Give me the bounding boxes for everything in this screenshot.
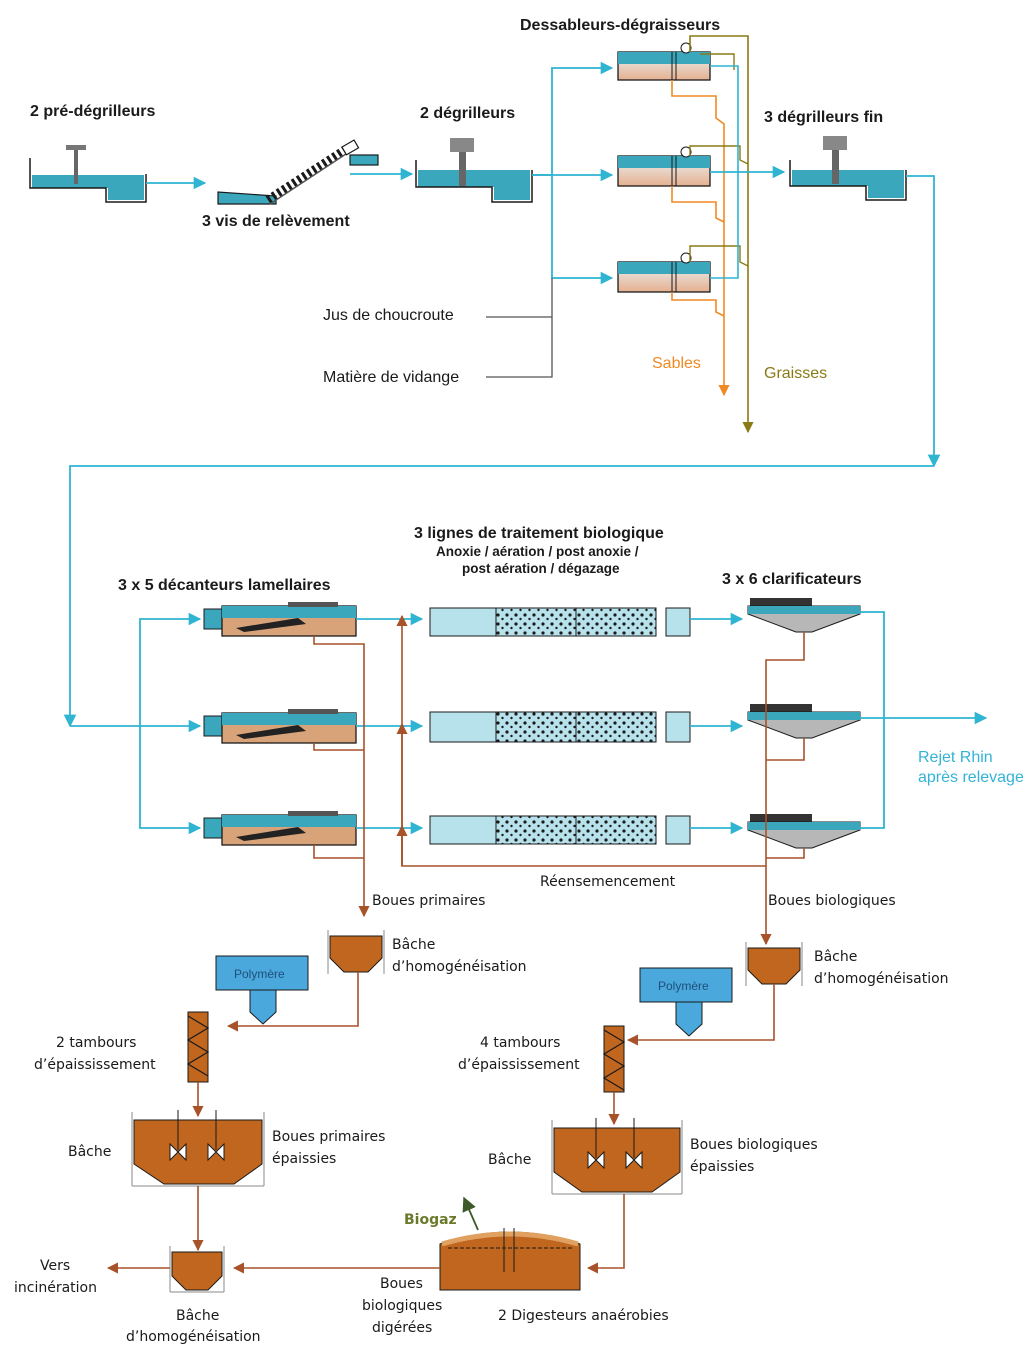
label-bio-sub2: post aération / dégazage bbox=[462, 561, 620, 576]
label-degrilleurs: 2 dégrilleurs bbox=[420, 105, 515, 122]
clarificateur-3 bbox=[747, 814, 861, 849]
bache-homog-final bbox=[169, 1246, 225, 1293]
label-graisses: Graisses bbox=[764, 365, 827, 382]
bio-line-2 bbox=[429, 711, 691, 743]
label-vers-1: Vers bbox=[40, 1258, 70, 1274]
label-bache-final: Bâche bbox=[176, 1308, 219, 1324]
label-vis: 3 vis de relèvement bbox=[202, 213, 350, 230]
label-rejet-1: Rejet Rhin bbox=[918, 749, 993, 766]
label-clarificateurs: 3 x 6 clarificateurs bbox=[722, 571, 862, 588]
label-bb-ep-2: épaissies bbox=[690, 1159, 754, 1175]
label-rejet-2: après relevage bbox=[918, 769, 1024, 786]
label-bache-bp: Bâche bbox=[68, 1144, 111, 1160]
label-jus: Jus de choucroute bbox=[323, 307, 454, 324]
tambour-left bbox=[186, 1011, 210, 1083]
label-homog-final: d’homogénéisation bbox=[126, 1329, 261, 1345]
label-bache-bb: Bâche bbox=[488, 1152, 531, 1168]
label-bd-3: digérées bbox=[372, 1320, 432, 1336]
label-bio-sub1: Anoxie / aération / post anoxie / bbox=[436, 544, 639, 559]
label-sables: Sables bbox=[652, 355, 701, 372]
bache-homog-left bbox=[327, 930, 385, 974]
bache-biologiques bbox=[551, 1118, 683, 1195]
label-boues-primaires: Boues primaires bbox=[372, 893, 485, 909]
clarificateur-1 bbox=[747, 598, 861, 633]
label-degrilleurs-fin: 3 dégrilleurs fin bbox=[764, 109, 883, 126]
label-homog-left: d’homogénéisation bbox=[392, 959, 527, 975]
label-bp-ep-2: épaissies bbox=[272, 1151, 336, 1167]
decanteur-2 bbox=[203, 709, 357, 744]
label-epaississement-left: d’épaississement bbox=[34, 1057, 156, 1073]
dessableur-1 bbox=[617, 42, 711, 81]
label-bb-ep-1: Boues biologiques bbox=[690, 1137, 818, 1153]
label-homog-right: d’homogénéisation bbox=[814, 971, 949, 987]
digesteur bbox=[439, 1228, 581, 1291]
label-tambours-2: 2 tambours bbox=[56, 1035, 136, 1051]
bio-line-1 bbox=[429, 607, 691, 637]
label-boues-biologiques: Boues biologiques bbox=[768, 893, 896, 909]
label-polymere-left: Polymère bbox=[234, 967, 285, 981]
dessableur-2 bbox=[617, 146, 711, 187]
bio-line-3 bbox=[429, 815, 691, 845]
polymere-right bbox=[639, 967, 733, 1037]
decanteur-1 bbox=[203, 602, 357, 637]
decanteur-3 bbox=[203, 811, 357, 846]
label-bache-right: Bâche bbox=[814, 949, 857, 965]
label-digesteurs: 2 Digesteurs anaérobies bbox=[498, 1308, 669, 1324]
pre-degrilleur-tank bbox=[29, 145, 147, 203]
label-matiere: Matière de vidange bbox=[323, 369, 459, 386]
label-bd-2: biologiques bbox=[362, 1298, 442, 1314]
label-biogaz: Biogaz bbox=[404, 1212, 457, 1228]
screw-pump bbox=[217, 139, 379, 205]
bache-primaires bbox=[131, 1110, 265, 1187]
degrilleur-tank bbox=[415, 138, 533, 203]
label-polymere-right: Polymère bbox=[658, 979, 709, 993]
label-pre-degrilleurs: 2 pré-dégrilleurs bbox=[30, 103, 155, 120]
degrilleur-fin-tank bbox=[789, 136, 907, 201]
label-epaississement-right: d’épaississement bbox=[458, 1057, 580, 1073]
label-bd-1: Boues bbox=[380, 1276, 423, 1292]
polymere-left bbox=[215, 955, 309, 1025]
bache-homog-right bbox=[745, 942, 803, 986]
label-decanteurs: 3 x 5 décanteurs lamellaires bbox=[118, 577, 331, 594]
tambour-right bbox=[602, 1025, 626, 1093]
dessableur-3 bbox=[617, 252, 711, 293]
clarificateur-2 bbox=[747, 704, 861, 739]
label-bio-title: 3 lignes de traitement biologique bbox=[414, 525, 664, 542]
label-bache-left: Bâche bbox=[392, 937, 435, 953]
label-reensemencement: Réensemencement bbox=[540, 874, 676, 890]
label-vers-2: incinération bbox=[14, 1280, 97, 1296]
label-bp-ep-1: Boues primaires bbox=[272, 1129, 385, 1145]
label-tambours-4: 4 tambours bbox=[480, 1035, 560, 1051]
label-dessableurs: Dessableurs-dégraisseurs bbox=[520, 17, 720, 34]
